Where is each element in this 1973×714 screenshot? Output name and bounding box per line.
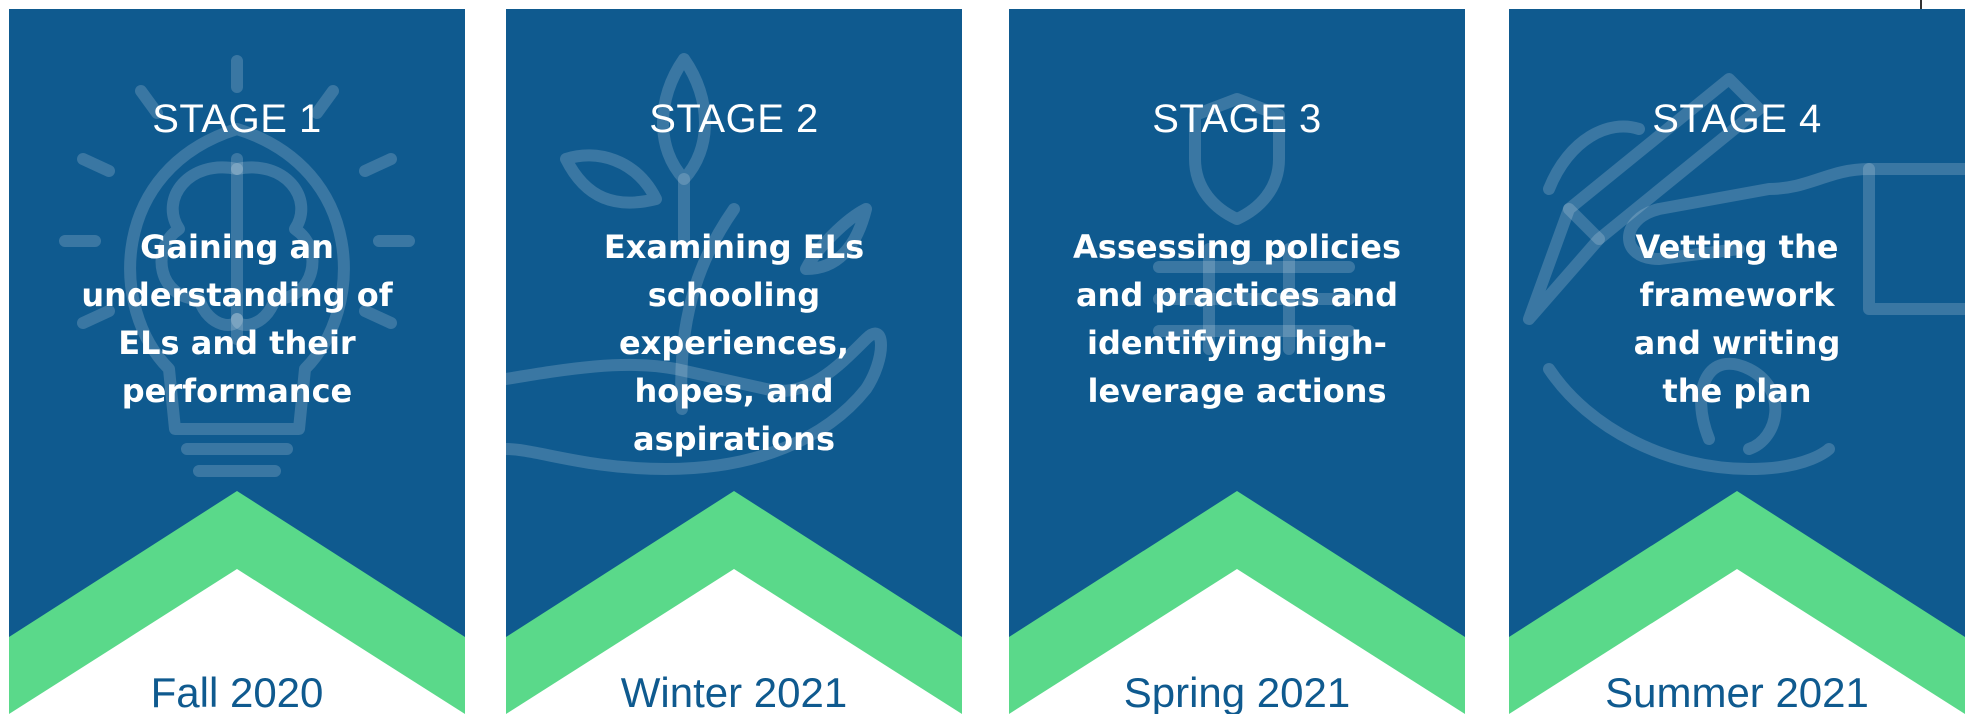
banner-shape: [506, 9, 962, 714]
desc-line: Assessing policies: [1073, 228, 1401, 266]
stage-description: Examining ELs schooling experiences, hop…: [506, 223, 962, 463]
banner-shape: [9, 9, 465, 714]
stage-title: STAGE 4: [1652, 97, 1822, 141]
stage-season: Winter 2021: [620, 669, 848, 714]
desc-line: ELs and their: [118, 324, 356, 362]
stage-description: Assessing policies and practices and ide…: [1009, 223, 1465, 415]
desc-line: and practices and: [1075, 276, 1399, 314]
desc-line: Examining ELs: [603, 228, 865, 266]
edge-marker: [1920, 0, 1922, 10]
desc-line: hopes, and: [634, 372, 834, 410]
desc-line: experiences,: [618, 324, 850, 362]
stage-title: STAGE 1: [152, 97, 322, 141]
desc-line: leverage actions: [1087, 372, 1387, 410]
stage-title: STAGE 3: [1152, 97, 1322, 141]
banner-shape: [1509, 9, 1965, 714]
stage-3-banner: STAGE 3 Assessing policies and practices…: [1009, 9, 1465, 714]
stage-season: Summer 2021: [1605, 669, 1869, 714]
desc-line: and writing: [1633, 324, 1841, 362]
desc-line: identifying high-: [1087, 324, 1387, 362]
desc-line: schooling: [647, 276, 821, 314]
desc-line: performance: [121, 372, 353, 410]
desc-line: understanding of: [81, 276, 393, 314]
banner-shape: [1009, 9, 1465, 714]
desc-line: Gaining an: [140, 228, 334, 266]
stage-1-banner: STAGE 1 Gaining an understanding of ELs …: [9, 9, 465, 714]
desc-line: framework: [1639, 276, 1835, 314]
stage-description: Vetting the framework and writing the pl…: [1509, 223, 1965, 415]
desc-line: Vetting the: [1635, 228, 1839, 266]
stage-4-banner: STAGE 4 Vetting the framework and writin…: [1509, 9, 1965, 714]
stage-season: Fall 2020: [150, 669, 324, 714]
desc-line: aspirations: [633, 420, 835, 458]
stage-season: Spring 2021: [1123, 669, 1351, 714]
stage-description: Gaining an understanding of ELs and thei…: [9, 223, 465, 415]
stage-title: STAGE 2: [649, 97, 819, 141]
stage-2-banner: STAGE 2 Examining ELs schooling experien…: [506, 9, 962, 714]
desc-line: the plan: [1662, 372, 1812, 410]
